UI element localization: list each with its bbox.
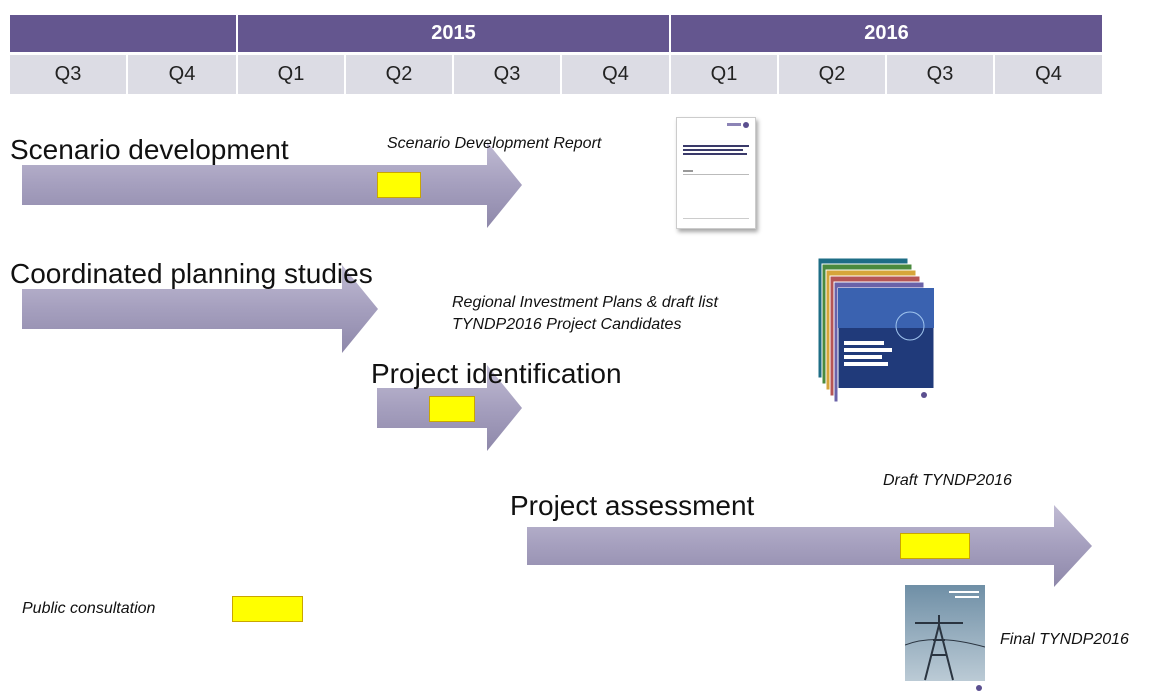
year-header-2016: 2016 <box>671 15 1102 52</box>
scenario-arrow <box>22 142 522 228</box>
quarter-cell: Q3 <box>887 55 993 94</box>
assessment-arrow <box>527 505 1092 587</box>
consultation-marker-assessment <box>900 533 970 559</box>
quarter-cell: Q2 <box>346 55 452 94</box>
report-cover-graphic <box>683 122 749 219</box>
quarter-cell: Q3 <box>10 55 126 94</box>
legend-swatch-public-consultation <box>232 596 303 622</box>
quarter-cell: Q1 <box>238 55 344 94</box>
quarter-cell: Q2 <box>779 55 885 94</box>
planning-arrow <box>22 265 378 353</box>
quarter-cell: Q3 <box>454 55 560 94</box>
phase-label-assessment: Project assessment <box>510 490 755 521</box>
quarter-cell: Q4 <box>128 55 236 94</box>
year-header-blank <box>10 15 236 52</box>
caption-regional-line1: Regional Investment Plans & draft list <box>452 294 718 311</box>
caption-final: Final TYNDP2016 <box>1000 631 1129 648</box>
regional-plans-stack <box>817 257 935 403</box>
scenario-report-thumbnail <box>676 117 756 229</box>
final-tyndp-thumbnail <box>905 585 985 695</box>
consultation-marker-identification <box>429 396 475 422</box>
caption-draft: Draft TYNDP2016 <box>883 472 1012 489</box>
consultation-marker-scenario <box>377 172 421 198</box>
quarter-cell: Q4 <box>562 55 669 94</box>
quarter-cell: Q4 <box>995 55 1102 94</box>
phase-label-scenario: Scenario development <box>10 134 289 165</box>
quarter-cell: Q1 <box>671 55 777 94</box>
phase-label-planning: Coordinated planning studies <box>10 258 373 289</box>
caption-scenario-report: Scenario Development Report <box>387 135 602 152</box>
phase-label-identification: Project identification <box>371 358 622 389</box>
legend-label-public-consultation: Public consultation <box>22 600 156 617</box>
year-header-2015: 2015 <box>238 15 669 52</box>
caption-regional-line2: TYNDP2016 Project Candidates <box>452 316 682 333</box>
